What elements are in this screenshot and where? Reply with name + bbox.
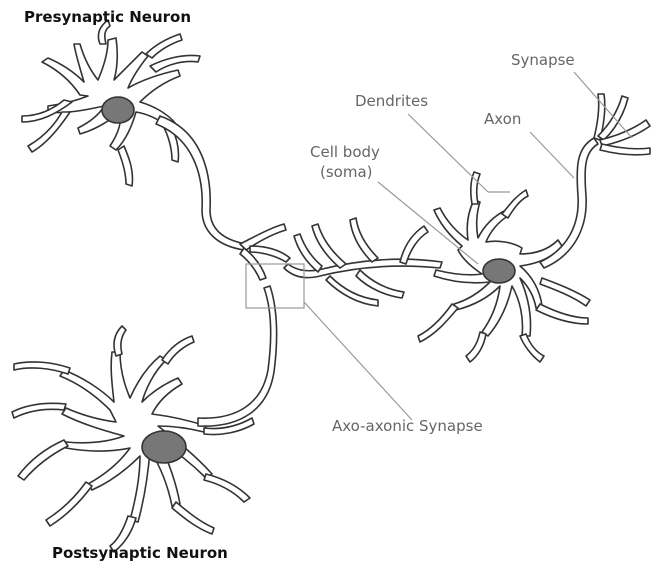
- presynaptic-neuron: [22, 20, 290, 280]
- postsynaptic-neuron: [12, 286, 277, 552]
- presynaptic-nucleus: [102, 97, 134, 123]
- axo-axonic-leader-line: [304, 302, 412, 420]
- postsynaptic-axon: [198, 286, 277, 426]
- postsynaptic-dendrite: [204, 474, 250, 502]
- presynaptic-neuron-label: Presynaptic Neuron: [24, 10, 191, 25]
- postsynaptic-dendrite: [162, 336, 194, 364]
- third-neuron-axon-terminal: [600, 144, 650, 155]
- soma-label: (soma): [320, 165, 373, 180]
- third-neuron-dendrite: [356, 270, 404, 298]
- postsynaptic-neuron-label: Postsynaptic Neuron: [52, 546, 228, 561]
- synapse-label: Synapse: [511, 53, 575, 68]
- third-neuron-dendrite: [536, 304, 588, 324]
- cell-body-label: Cell body: [310, 145, 380, 160]
- dendrites-leader-line: [408, 114, 488, 192]
- third-neuron-dendrite: [350, 218, 378, 262]
- third-neuron-nucleus: [483, 259, 515, 283]
- presynaptic-dendrite: [146, 34, 182, 58]
- postsynaptic-nucleus: [142, 431, 186, 463]
- presynaptic-dendrite: [150, 55, 200, 72]
- postsynaptic-dendrite: [18, 440, 68, 480]
- cell-body-leader-line: [378, 182, 478, 264]
- axo-axonic-synapse-label: Axo-axonic Synapse: [332, 419, 483, 434]
- postsynaptic-dendrite: [14, 362, 70, 374]
- third-neuron-dendrite: [540, 278, 590, 306]
- postsynaptic-dendrite: [12, 403, 66, 418]
- postsynaptic-dendrite: [172, 502, 214, 534]
- postsynaptic-dendrite: [46, 482, 92, 526]
- third-neuron: [284, 94, 650, 362]
- third-neuron-dendrite: [520, 334, 544, 362]
- third-neuron-dendrite: [418, 304, 458, 342]
- third-neuron-dendrite: [466, 332, 486, 362]
- third-neuron-dendrite: [400, 226, 428, 264]
- axon-leader-line: [530, 132, 574, 178]
- dendrites-label: Dendrites: [355, 94, 428, 109]
- presynaptic-cell-body: [42, 38, 180, 150]
- presynaptic-dendrite: [118, 146, 133, 186]
- postsynaptic-dendrite: [114, 326, 126, 356]
- third-neuron-dendrite: [502, 190, 528, 218]
- axon-label: Axon: [484, 112, 521, 127]
